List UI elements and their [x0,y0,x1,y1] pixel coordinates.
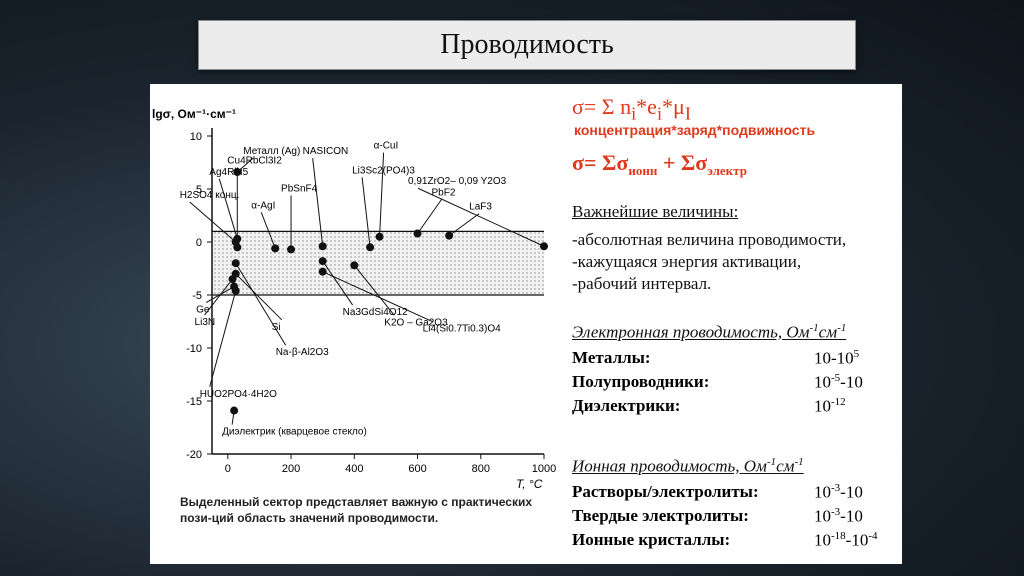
point-leader-line [448,213,480,237]
x-tick-label: 200 [282,463,300,475]
formula-ionic-electronic: σ= Σσионн + Σσэлектр [572,150,747,178]
point-label: Cu4RbCl3I2 [227,155,282,166]
point-leader-line [312,158,324,247]
point-label: H2SO4 конц. [180,190,240,201]
data-point [231,259,240,268]
y-tick-label: 5 [196,184,202,196]
point-label: Ge [196,305,210,316]
data-point [445,231,454,240]
point-label: Металл (Ag) [243,146,300,157]
point-label: Na-β-Al2O3 [276,347,329,358]
point-label: 0,91ZrO2– 0,09 Y2O3 [408,176,507,187]
data-point [413,229,422,238]
point-leader-line [204,278,233,316]
point-leader-line [209,290,237,387]
data-point [231,286,240,295]
data-point [228,275,237,284]
formula-caption: концентрация*заряд*подвижность [574,122,816,138]
point-label: HUO2PO4·4H2O [200,389,277,400]
point-leader-line [260,212,276,249]
point-label: Li3Sc2(PO4)3 [352,165,415,176]
point-leader-line [379,152,385,237]
point-label: Si [272,322,281,333]
point-leader-line [361,177,371,248]
important-item: -рабочий интервал. [572,274,712,293]
y-tick-label: -15 [186,396,202,408]
point-leader-line [235,273,283,321]
y-tick-label: -10 [186,343,202,355]
x-tick-label: 400 [345,463,363,475]
y-tick-label: -5 [192,290,202,302]
data-point [375,232,384,241]
point-label: Li4(Si0.7Ti0.3)O4 [423,324,501,335]
content-panel: 10 5 0 -5 -10 -15 -20 0 200 400 600 800 1000 lgσ, Ом⁻… [150,84,902,564]
point-leader-line [322,271,433,323]
point-leader-line [353,265,395,316]
data-point [287,245,296,254]
electronic-row-metals: Металлы: 10-105 [572,348,860,368]
point-label: Li3N [195,317,216,328]
formula-sigma-sum: σ= Σ ni*ei*μI [572,94,691,124]
x-axis-label: T, °C [516,477,543,491]
important-heading: Важнейшие величины: [572,202,739,221]
x-tick-label: 800 [472,463,490,475]
point-label: PbF2 [432,188,456,199]
x-tick-label: 1000 [532,463,556,475]
data-point [366,243,375,252]
chart-caption: Выделенный сектор представляет важную с … [180,495,533,525]
point-label: K2O – Ga2O3 [384,317,448,328]
data-point [230,406,239,415]
important-item: -абсолютная величина проводимости, [572,230,847,249]
y-tick-label: 0 [196,237,202,249]
important-item: -кажущаяся энергия активации, [572,252,802,271]
point-leader-line [218,178,238,239]
point-leader-line [417,199,442,234]
ionic-row-ionic-crystals: Ионные кристаллы: 10-18-10-4 [572,530,878,550]
electronic-row-semiconductors: Полупроводники: 10-5-10 [572,372,863,392]
point-label: LaF3 [469,202,492,213]
point-label: α-CuI [374,141,399,152]
data-point [318,267,327,276]
data-point [540,242,548,251]
point-leader-line [235,262,287,346]
conductivity-chart: 10 5 0 -5 -10 -15 -20 0 200 400 600 800 1000 lgσ, Ом⁻… [152,107,556,491]
point-leader-line [322,260,354,306]
point-leader-line [189,201,237,243]
shaded-band [212,231,544,295]
point-leader-line [417,187,545,247]
y-tick-label: -20 [186,449,202,461]
point-label: Диэлектрик (кварцевое стекло) [222,427,367,438]
ionic-heading: Ионная проводимость, Ом-1см-1 [572,456,804,476]
ionic-row-solid-electrolytes: Твердые электролиты: 10-3-10 [572,506,863,526]
point-label: Ag4RbI5 [209,167,248,178]
x-tick-label: 0 [225,463,231,475]
data-point [350,261,359,270]
y-axis-label: lgσ, Ом⁻¹·см⁻¹ [152,107,236,121]
point-label: α-AgI [251,200,275,211]
slide-title: Проводимость [198,20,856,70]
point-label: NASICON [303,146,349,157]
electronic-row-dielectrics: Диэлектрики: 10-12 [572,396,846,416]
data-point [318,242,327,251]
ionic-row-solutions: Растворы/электролиты: 10-3-10 [572,482,863,502]
x-tick-label: 600 [408,463,426,475]
data-point [271,244,280,253]
data-point [233,243,242,252]
electronic-heading: Электронная проводимость, Ом-1см-1 [572,322,847,342]
y-tick-label: 10 [190,131,202,143]
point-label: Na3GdSi4O12 [343,307,408,318]
data-point [318,257,327,266]
point-label: PbSnF4 [281,183,318,194]
